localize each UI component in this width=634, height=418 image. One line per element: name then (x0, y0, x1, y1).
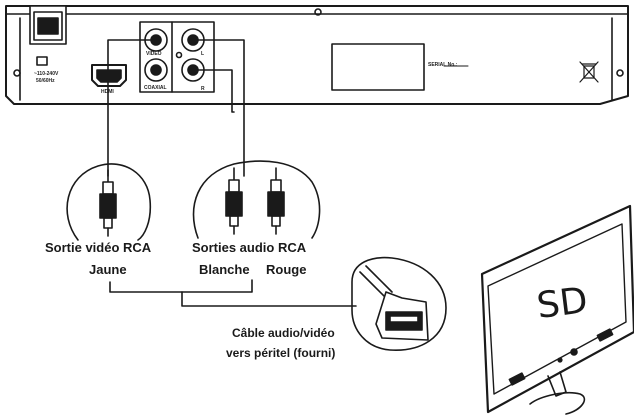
panel-screw-top (314, 8, 322, 16)
tv-icon (480, 204, 634, 415)
tv-screen-text: SD (534, 280, 590, 327)
rca-jack-panel (139, 21, 215, 93)
power-rating-label-2: 50/60Hz (36, 78, 55, 84)
video-jack-label: VIDEO (146, 51, 162, 57)
power-rating-label-1: ~110-240V (34, 71, 59, 77)
serial-sticker (331, 43, 425, 91)
coaxial-jack-icon (144, 58, 168, 82)
video-rca-plug-icon (99, 169, 117, 237)
audio-white-plug-icon (225, 167, 243, 235)
audio-right-cable-drop (234, 40, 236, 114)
scart-plug-icon (359, 265, 429, 341)
hdmi-port-icon (91, 64, 127, 87)
video-color-label: Jaune (89, 262, 127, 277)
video-bracket (109, 281, 183, 293)
scart-callout (351, 256, 447, 351)
power-connector-icon (29, 5, 67, 45)
cable-label-line2: vers péritel (fourni) (226, 346, 336, 360)
serial-number-label: SERIAL No.: (428, 62, 458, 68)
coaxial-jack-label: COAXIAL (144, 85, 167, 91)
rear-panel-body (5, 5, 629, 105)
panel-screw-left (13, 69, 21, 77)
audio-right-cable (197, 69, 235, 113)
power-symbol-icon (36, 56, 48, 66)
audio-output-label: Sorties audio RCA (192, 240, 307, 255)
video-output-label: Sortie vidéo RCA (45, 240, 152, 255)
audio-red-plug-icon (267, 167, 285, 235)
video-cable (107, 39, 151, 177)
audio-plugs-callout (192, 160, 321, 239)
ground-screw-icon (175, 51, 183, 59)
video-plug-callout (66, 163, 152, 241)
audio-right-label: R (201, 86, 205, 92)
weee-bin-icon (579, 61, 599, 83)
panel-screw-right (616, 69, 624, 77)
audio-left-cable (197, 39, 245, 177)
scart-cable-line (181, 291, 357, 307)
cable-label-line1: Câble audio/vidéo (232, 326, 335, 340)
audio-left-label: L (201, 51, 205, 57)
hdmi-label: HDMI (101, 89, 114, 95)
audio-white-label: Blanche (199, 262, 250, 277)
audio-bracket (181, 279, 253, 293)
audio-red-label: Rouge (266, 262, 307, 277)
